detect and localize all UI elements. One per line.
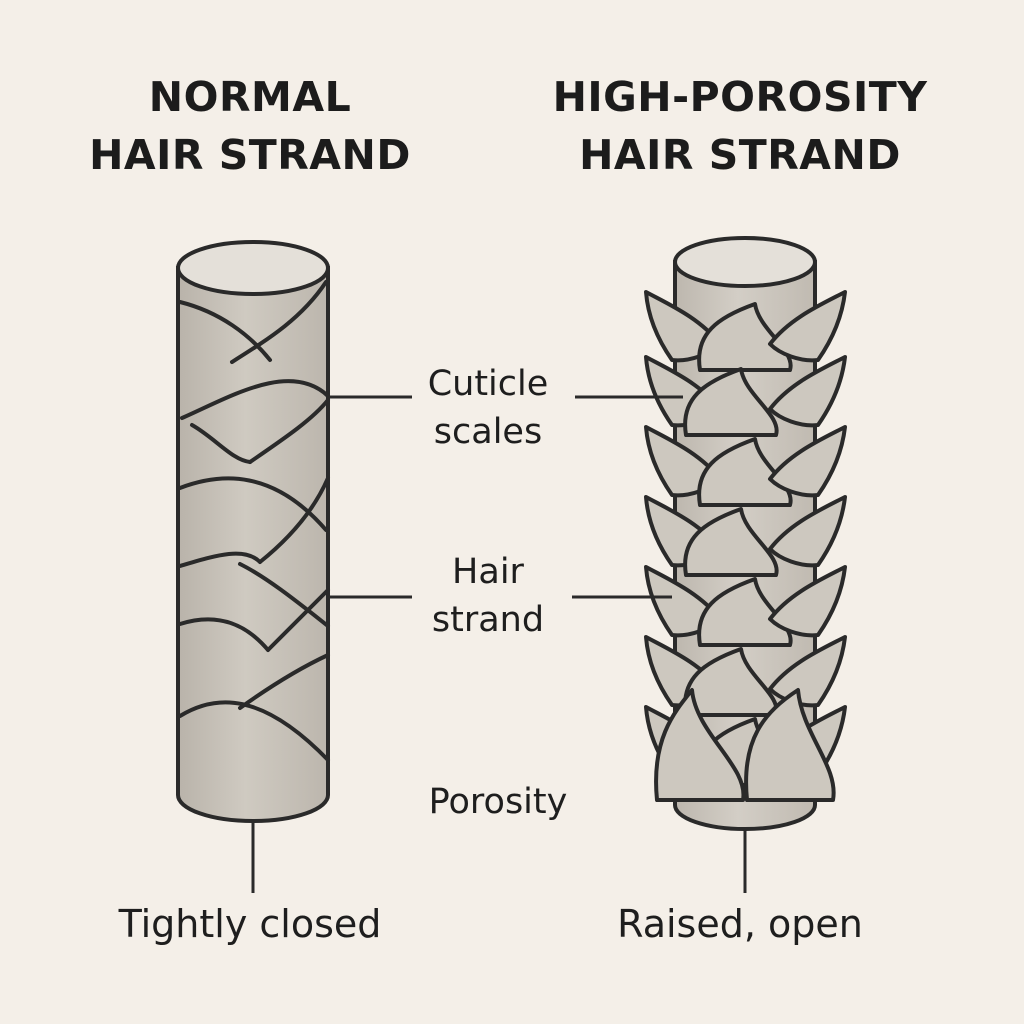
high-porosity-strand-title: HIGH-POROSITY HAIR STRAND — [530, 68, 950, 184]
raised-open-label: Raised, open — [617, 902, 863, 946]
cuticle-scale — [768, 355, 847, 428]
connector-lines — [251, 395, 747, 893]
raised-cuticle-scales — [644, 290, 847, 802]
hair-label-line-2: strand — [431, 600, 545, 640]
hair-label-line-1: Hair — [452, 552, 524, 592]
title-left-line-2: HAIR STRAND — [89, 131, 411, 179]
normal-hair-strand — [176, 240, 330, 823]
cuticle-scale — [683, 647, 779, 717]
cuticle-scale — [768, 290, 847, 363]
hair-strand-label: Hair strand — [398, 548, 578, 644]
title-right-line-2: HAIR STRAND — [579, 131, 901, 179]
cuticle-scale — [654, 688, 746, 802]
cuticle-scales-label: Cuticle scales — [398, 360, 578, 456]
cuticle-scale — [768, 565, 847, 638]
title-left-line-1: NORMAL — [148, 73, 352, 121]
tightly-closed-label: Tightly closed — [118, 902, 382, 946]
cuticle-scale — [683, 367, 779, 437]
cuticle-label-line-2: scales — [433, 412, 543, 452]
cuticle-lines — [178, 280, 330, 762]
normal-strand-title: NORMAL HAIR STRAND — [60, 68, 440, 184]
cuticle-label-line-1: Cuticle — [427, 364, 549, 404]
cuticle-scale — [768, 495, 847, 568]
high-porosity-hair-strand — [644, 236, 847, 831]
cuticle-scale — [768, 425, 847, 498]
porosity-label: Porosity — [428, 782, 568, 822]
cuticle-scale — [744, 688, 836, 802]
cuticle-scale — [683, 507, 779, 577]
title-right-line-1: HIGH-POROSITY — [552, 73, 928, 121]
